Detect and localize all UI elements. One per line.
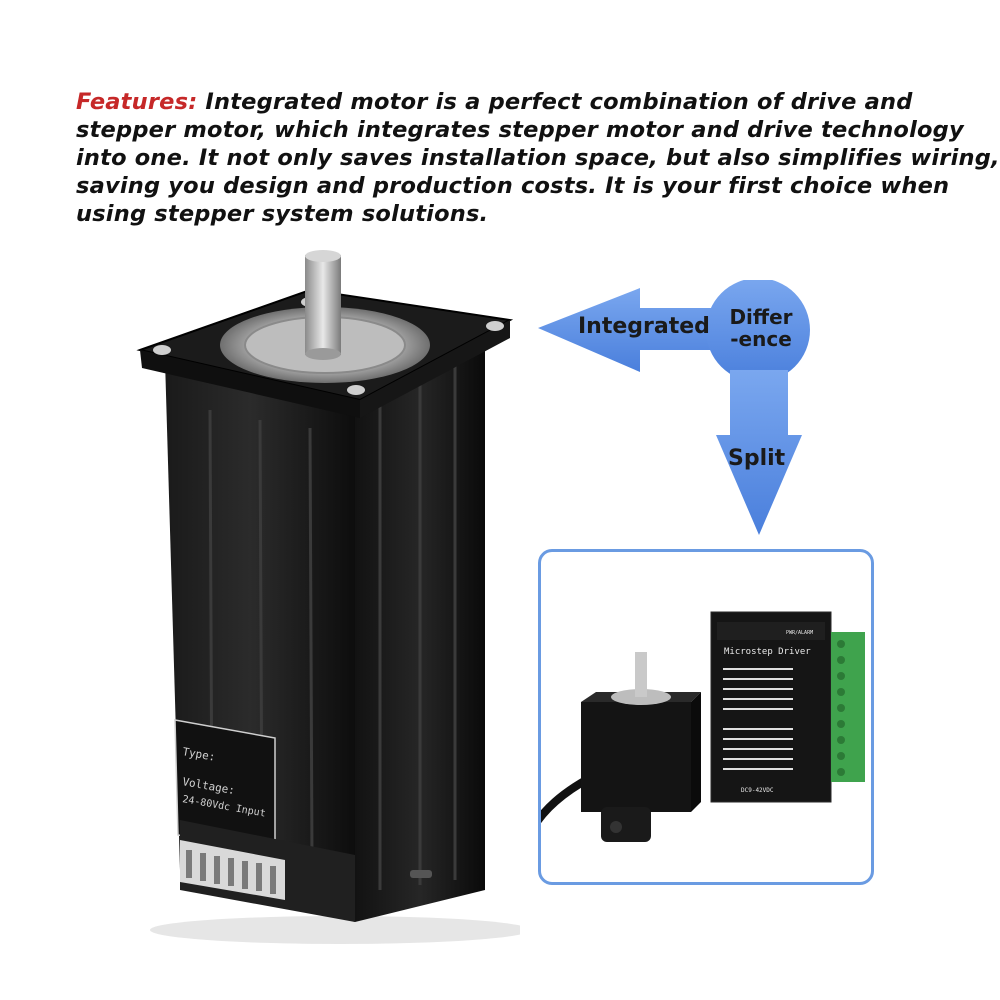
difference-label: Differ -ence [729, 305, 793, 351]
motor-type-text: Type: [181, 745, 216, 764]
integrated-label: Integrated [578, 314, 710, 339]
split-system-box: Microstep Driver PWR/ALARM DC9-42VDC [538, 549, 874, 885]
motor-shaft [305, 255, 341, 355]
driver-supply-label: DC9-42VDC [741, 787, 774, 794]
split-system-image [541, 611, 865, 842]
features-line-4: saving you design and production costs. … [76, 173, 950, 199]
features-line-5: using stepper system solutions. [76, 201, 489, 227]
integrated-arrow [538, 288, 730, 372]
motor-usb-port [410, 870, 432, 878]
integrated-motor-image: Type: Voltage: 24-80Vdc Input [136, 250, 520, 944]
split-arrow [716, 370, 802, 535]
driver-terminal-block [831, 632, 865, 782]
driver-body [710, 611, 832, 803]
difference-arrow-diagram [538, 280, 810, 535]
features-line-1: Features: Integrated motor is a perfect … [76, 89, 913, 115]
features-label: Features: [76, 89, 198, 115]
driver-title: Microstep Driver [724, 647, 811, 657]
difference-circle [706, 280, 810, 382]
features-paragraph: Features: Integrated motor is a perfect … [76, 88, 1000, 228]
small-motor-shaft [635, 652, 647, 697]
split-label: Split [728, 446, 786, 471]
small-motor-body [581, 702, 691, 812]
features-line-3: into one. It not only saves installation… [76, 145, 1000, 171]
driver-alarm-label: PWR/ALARM [786, 630, 814, 636]
features-line-2: stepper motor, which integrates stepper … [76, 117, 964, 143]
